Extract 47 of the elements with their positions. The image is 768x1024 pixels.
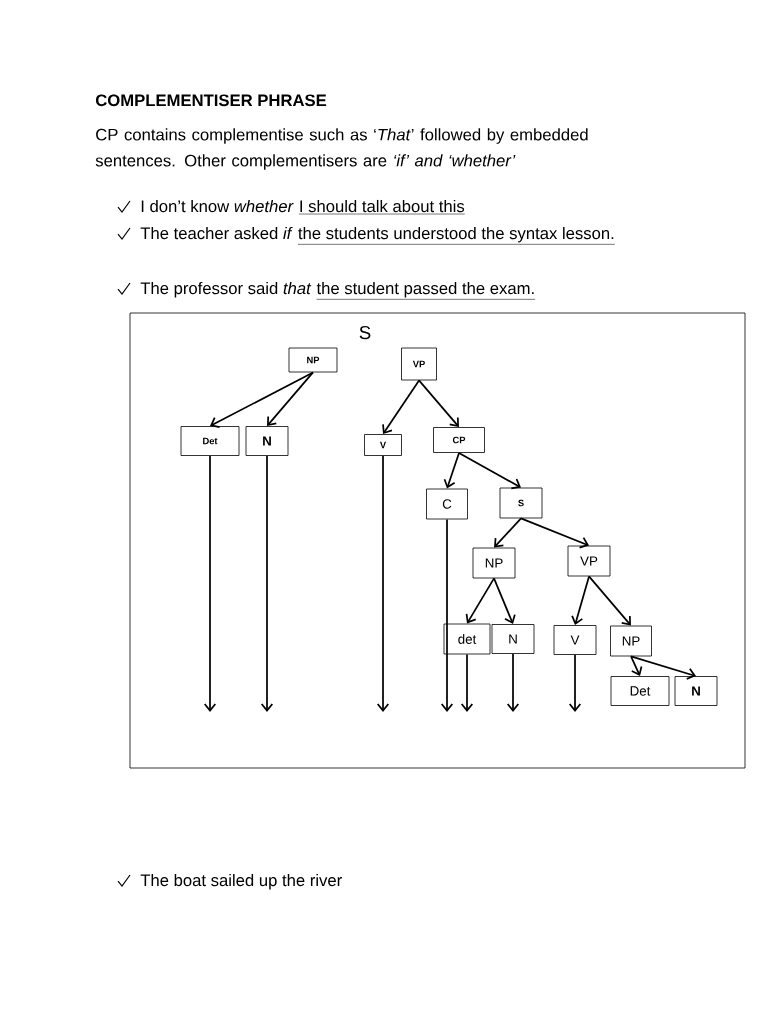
arrow — [493, 577, 516, 625]
arrow — [203, 455, 217, 712]
arrow — [520, 517, 589, 549]
underlined-text: the students understood the syntax lesson. — [297, 226, 616, 245]
tree-node-box: NP — [288, 347, 338, 373]
tree-node-box: C — [426, 488, 468, 520]
underlined-text: the student passed the exam. — [316, 281, 536, 300]
tree-node-box: Det — [610, 676, 670, 706]
arrow — [460, 653, 474, 712]
arrow — [568, 654, 582, 712]
tree-node-box: CP — [433, 427, 485, 453]
tree-node-box: N — [245, 426, 289, 456]
underlined-text: I should talk about this — [298, 199, 465, 215]
tree-node-box: NP — [472, 547, 516, 579]
tree-node-box: NP — [610, 625, 652, 657]
arrow — [630, 655, 643, 677]
tree-node-box: N — [491, 624, 535, 654]
tree-node-box: V — [364, 434, 402, 456]
arrow — [443, 452, 460, 489]
bullet-text: The boat sailed up the river — [140, 873, 342, 890]
heading: COMPLEMENTISER PHRASE — [95, 94, 327, 107]
arrow — [494, 517, 522, 548]
arrow — [630, 655, 696, 680]
arrow — [210, 371, 314, 428]
tree-node-box: Det — [180, 426, 240, 456]
arrow — [458, 452, 521, 490]
tree-node-box: det — [443, 623, 491, 655]
arrow — [376, 455, 390, 712]
bullet-text: The teacher asked if — [140, 226, 293, 240]
bullet-text: The professor said that — [140, 281, 312, 298]
arrow — [588, 575, 631, 626]
arrow — [260, 455, 274, 712]
bullet-text: I don’t know whether — [141, 199, 294, 213]
arrow — [440, 518, 454, 712]
arrow — [418, 379, 459, 428]
tree-root-label: S — [359, 325, 371, 340]
tree-node-box: VP — [401, 347, 437, 381]
arrow — [465, 577, 495, 624]
arrow — [571, 575, 590, 626]
tree-node-box: VP — [567, 545, 611, 577]
tree-node-box: S — [499, 487, 543, 519]
tree-node-box: V — [553, 625, 597, 655]
paragraph: CP contains complementise such as ‘That’ followed by embedded sentences. Other complementisers are ‘if’ and ‘whether’ — [95, 128, 588, 170]
arrow — [382, 379, 420, 435]
arrow — [267, 371, 314, 427]
tree-node-box: N — [674, 676, 718, 706]
arrow — [506, 653, 520, 712]
